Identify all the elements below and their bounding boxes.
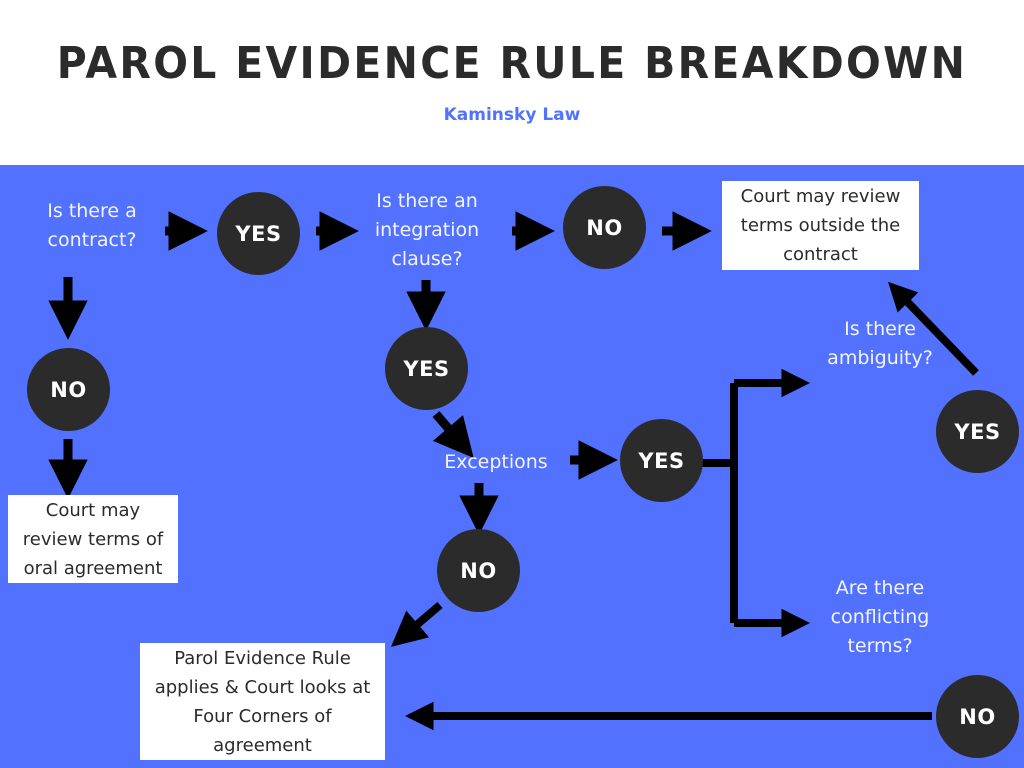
decision-label: NO — [959, 704, 996, 729]
decision-label: YES — [403, 356, 450, 381]
outcome-box-outside-terms: Court may review terms outside the contr… — [722, 181, 919, 270]
decision-label: NO — [460, 558, 497, 583]
outcome-box-four-corners: Parol Evidence Rule applies & Court look… — [140, 643, 385, 760]
question-ambiguity: Is there ambiguity? — [827, 318, 933, 369]
branch-splitter — [657, 379, 794, 627]
question-exceptions: Exceptions — [444, 451, 548, 473]
decision-exceptions-yes[interactable]: YES — [620, 419, 703, 502]
header: PAROL EVIDENCE RULE BREAKDOWN Kaminsky L… — [0, 0, 1024, 165]
decision-contract-yes[interactable]: YES — [217, 192, 300, 275]
decision-integration-no[interactable]: NO — [563, 186, 646, 269]
arrow-yes-to-exceptions — [432, 411, 474, 459]
decision-branch-yes[interactable]: YES — [936, 390, 1019, 473]
outcome-label: Court may review terms of oral agreement — [22, 499, 164, 579]
branch-arrowheads — [780, 368, 811, 638]
decision-integration-yes[interactable]: YES — [385, 327, 468, 410]
outcome-label: Parol Evidence Rule applies & Court look… — [154, 647, 371, 756]
decision-exceptions-no[interactable]: NO — [437, 529, 520, 612]
arrow-no-to-four-corners — [390, 601, 443, 647]
outcome-box-oral-agreement: Court may review terms of oral agreement — [8, 495, 178, 583]
outcome-label: Court may review terms outside the contr… — [740, 186, 901, 265]
question-conflicting-terms: Are there conflicting terms? — [830, 577, 930, 657]
question-integration-clause: Is there an integration clause? — [374, 190, 480, 270]
decision-label: YES — [235, 221, 282, 246]
page-title: PAROL EVIDENCE RULE BREAKDOWN — [56, 38, 968, 89]
decision-label: YES — [638, 448, 685, 473]
decision-label: NO — [50, 377, 87, 402]
decision-label: YES — [954, 419, 1001, 444]
decision-label: NO — [586, 215, 623, 240]
decision-contract-no[interactable]: NO — [27, 348, 110, 431]
flowchart-board: Is there a contract? Is there an integra… — [0, 165, 1024, 768]
decision-branch-no[interactable]: NO — [936, 675, 1019, 758]
page-subtitle: Kaminsky Law — [443, 105, 581, 125]
question-contract: Is there a contract? — [47, 200, 137, 251]
